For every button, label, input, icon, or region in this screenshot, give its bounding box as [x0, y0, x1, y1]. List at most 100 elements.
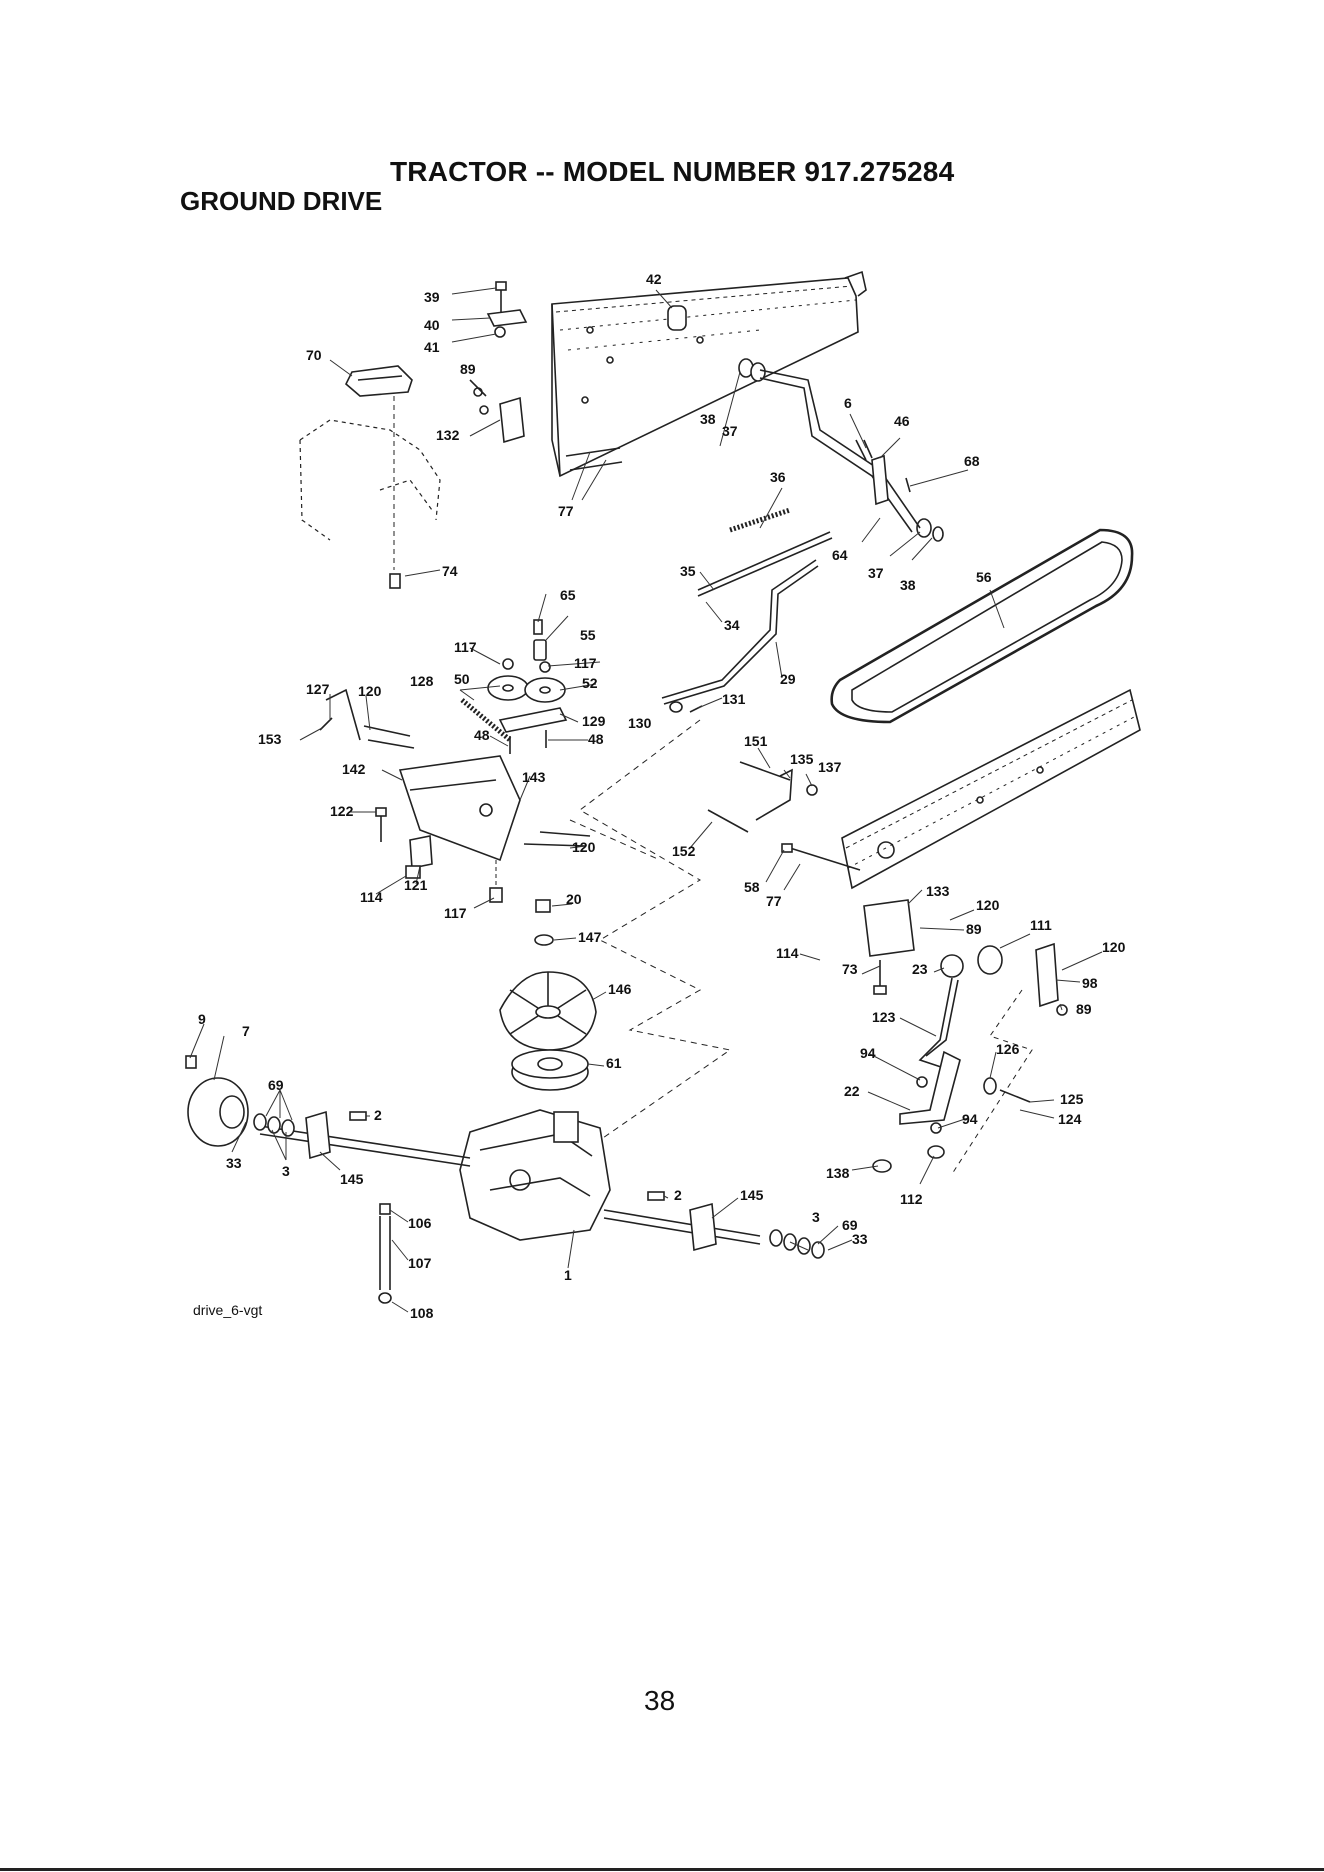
part-37-38-bearing — [738, 358, 944, 542]
callout-52: 52 — [582, 675, 598, 691]
part-128-spring — [460, 698, 512, 742]
callout-33: 33 — [226, 1155, 242, 1171]
part-124-126-bolt — [983, 1077, 1031, 1103]
part-146-fan — [499, 971, 597, 1051]
callout-29: 29 — [780, 671, 796, 687]
callout-37: 37 — [722, 423, 738, 439]
callout-125: 125 — [1060, 1091, 1084, 1107]
part-70-plate — [345, 365, 413, 570]
callout-56: 56 — [976, 569, 992, 585]
part-7-hub — [185, 1055, 249, 1147]
part-29-rod — [661, 559, 819, 705]
callout-114-b: 114 — [776, 945, 799, 961]
callout-117-b: 117 — [574, 655, 597, 671]
callout-137: 137 — [818, 759, 842, 775]
callout-48-b: 48 — [474, 727, 490, 743]
part-69-33-washers-left — [253, 1113, 295, 1137]
callout-131: 131 — [722, 691, 746, 707]
part-77-bolts — [565, 447, 623, 471]
callout-34: 34 — [724, 617, 740, 633]
part-46-arm — [855, 439, 889, 506]
part-111-spacer — [940, 945, 1003, 978]
callout-114: 114 — [360, 889, 383, 905]
part-61-pulley — [511, 1049, 589, 1091]
callout-153: 153 — [258, 731, 282, 747]
callout-39: 39 — [424, 289, 440, 305]
page-title: TRACTOR -- MODEL NUMBER 917.275284 — [390, 156, 955, 187]
part-130-131-washer — [669, 701, 703, 713]
callout-22: 22 — [844, 1083, 860, 1099]
part-55-65-spacer — [533, 619, 547, 661]
part-50-52-idler-pulleys — [487, 658, 566, 703]
callout-98: 98 — [1082, 975, 1098, 991]
callout-36: 36 — [770, 469, 786, 485]
callout-37-b: 37 — [868, 565, 884, 581]
callout-152: 152 — [672, 843, 696, 859]
callout-64: 64 — [832, 547, 848, 563]
callout-38: 38 — [700, 411, 716, 427]
callout-120-b: 120 — [572, 839, 596, 855]
callout-33-b: 33 — [852, 1231, 868, 1247]
callout-130: 130 — [628, 715, 652, 731]
frame-rail-top — [551, 270, 867, 478]
callout-2: 2 — [374, 1107, 382, 1123]
callout-129: 129 — [582, 713, 606, 729]
callout-55: 55 — [580, 627, 596, 643]
callout-151: 151 — [744, 733, 768, 749]
callout-111: 111 — [1030, 917, 1052, 933]
callout-147: 147 — [578, 929, 602, 945]
part-129-idler-arm — [498, 707, 568, 754]
callout-145-b: 145 — [740, 1187, 764, 1203]
callout-112: 112 — [900, 1191, 923, 1207]
callout-42: 42 — [646, 271, 662, 287]
part-106-108-rod — [378, 1203, 392, 1304]
callout-20: 20 — [566, 891, 582, 907]
part-123-pedal — [918, 977, 959, 1071]
callout-124: 124 — [1058, 1111, 1082, 1127]
callout-120-c: 120 — [976, 897, 1000, 913]
callout-73: 73 — [842, 961, 858, 977]
callout-40: 40 — [424, 317, 440, 333]
part-132-bracket — [469, 379, 525, 444]
callout-6: 6 — [844, 395, 852, 411]
callout-38-b: 38 — [900, 577, 916, 593]
callout-123: 123 — [872, 1009, 896, 1025]
callout-48: 48 — [588, 731, 604, 747]
part-20-147-nut — [534, 899, 554, 946]
callout-120: 120 — [358, 683, 382, 699]
part-58-77-bolts — [781, 843, 861, 871]
callout-9: 9 — [198, 1011, 206, 1027]
callout-7: 7 — [242, 1023, 250, 1039]
part-145-bracket-right — [689, 1202, 825, 1259]
callout-94: 94 — [860, 1045, 876, 1061]
part-142-bracket — [398, 755, 521, 862]
callout-117: 117 — [454, 639, 477, 655]
callout-121: 121 — [404, 877, 428, 893]
callout-69-b: 69 — [842, 1217, 858, 1233]
callout-23: 23 — [912, 961, 928, 977]
callout-89: 89 — [460, 361, 476, 377]
callout-146: 146 — [608, 981, 632, 997]
callout-89-b: 89 — [966, 921, 982, 937]
callout-61: 61 — [606, 1055, 622, 1071]
callout-94-b: 94 — [962, 1111, 978, 1127]
callout-108: 108 — [410, 1305, 434, 1321]
part-135-137-linkage — [707, 761, 818, 833]
callout-143: 143 — [522, 769, 546, 785]
part-36-spring — [729, 507, 791, 533]
callout-120-d: 120 — [1102, 939, 1126, 955]
callout-77-b: 77 — [766, 893, 782, 909]
callout-70: 70 — [306, 347, 322, 363]
part-56-drive-belt — [830, 528, 1134, 724]
callout-77: 77 — [558, 503, 574, 519]
bottom-rule — [0, 1868, 1324, 1871]
callout-1: 1 — [564, 1267, 572, 1283]
callout-35: 35 — [680, 563, 696, 579]
part-22-lever — [899, 1050, 961, 1125]
cross-shaft — [759, 369, 921, 533]
part-42-spacer — [667, 305, 687, 331]
leader-lines — [189, 287, 1103, 1313]
belt-routing-lines — [569, 719, 732, 1141]
